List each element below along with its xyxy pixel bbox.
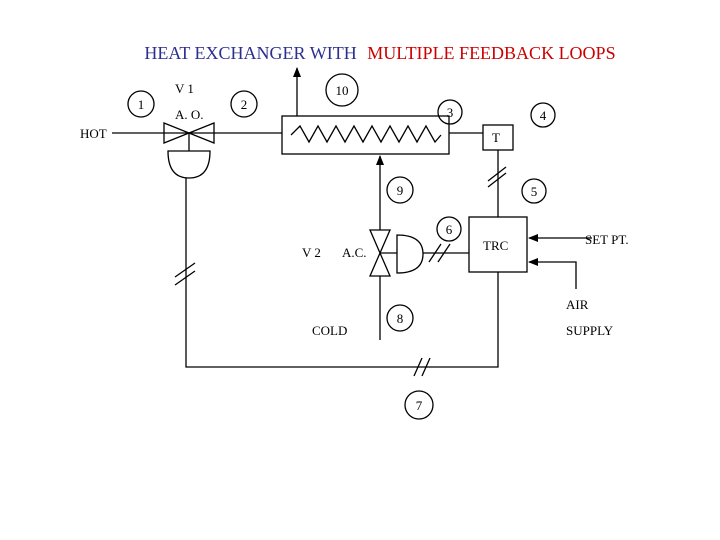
valve-v1-action-label: A. O. [175, 107, 204, 122]
signal-slash-5a [487, 166, 507, 182]
stream-marker-2: 2 [230, 90, 258, 118]
diagram-title: HEAT EXCHANGER WITH MULTIPLE FEEDBACK LO… [144, 43, 615, 63]
supply-label: SUPPLY [566, 323, 614, 338]
valve-v2-action-label: A.C. [342, 245, 367, 260]
valve-v2 [369, 229, 424, 277]
stream-marker-10: 10 [325, 73, 359, 107]
stream-marker-3: 3 [437, 99, 463, 125]
setpoint-label: SET PT. [585, 232, 629, 247]
svg-text:3: 3 [447, 105, 454, 120]
air-label: AIR [566, 297, 589, 312]
signal-slash-7b [174, 270, 196, 286]
stream-marker-5: 5 [521, 178, 547, 204]
svg-text:1: 1 [138, 97, 145, 112]
heat-exchanger-coil [290, 124, 442, 144]
svg-text:9: 9 [397, 183, 404, 198]
signal-slash-6b [437, 243, 451, 263]
signal-slash-7a [174, 262, 196, 278]
signal-line-7 [185, 178, 499, 368]
trc-label: TRC [483, 238, 508, 253]
svg-text:4: 4 [540, 108, 547, 123]
valve-v1-label: V 1 [175, 81, 194, 96]
valve-v2-actuator [396, 234, 424, 274]
signal-slash-6a [428, 243, 442, 263]
signal-slash-7c [413, 357, 423, 377]
stream-marker-4: 4 [530, 102, 556, 128]
stream-marker-6: 6 [436, 216, 462, 242]
title-part-1: HEAT EXCHANGER WITH [144, 43, 356, 63]
cold-label: COLD [312, 323, 347, 338]
valve-v2-label: V 2 [302, 245, 321, 260]
svg-text:10: 10 [336, 83, 349, 98]
signal-slash-7d [421, 357, 431, 377]
svg-text:2: 2 [241, 97, 248, 112]
title-part-2: MULTIPLE FEEDBACK LOOPS [367, 43, 615, 63]
hot-label: HOT [80, 126, 107, 141]
stream-marker-8: 8 [386, 304, 414, 332]
heat-exchanger [281, 115, 450, 155]
svg-text:6: 6 [446, 222, 453, 237]
valve-v1-actuator [167, 150, 211, 179]
stream-marker-7: 7 [404, 390, 434, 420]
signal-slash-5b [487, 172, 507, 188]
svg-text:5: 5 [531, 184, 538, 199]
stream-marker-9: 9 [386, 176, 414, 204]
temperature-transmitter-label: T [492, 130, 500, 145]
valve-v1 [163, 122, 215, 179]
svg-text:7: 7 [416, 398, 423, 413]
air-supply-line [528, 258, 577, 289]
stream-marker-1: 1 [127, 90, 155, 118]
svg-text:8: 8 [397, 311, 404, 326]
